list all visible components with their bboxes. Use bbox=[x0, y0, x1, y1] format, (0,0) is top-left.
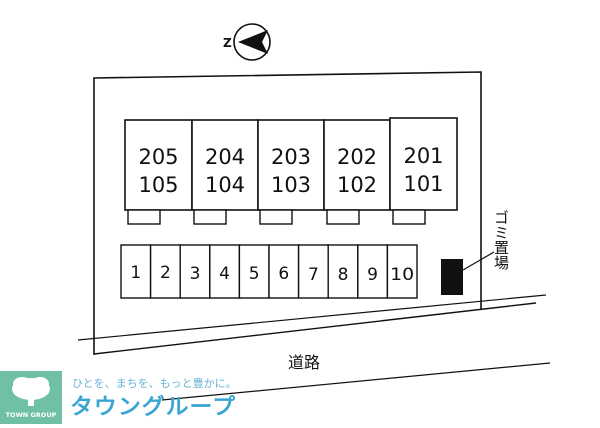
unit-outline bbox=[323, 119, 391, 211]
unit-entrance bbox=[127, 209, 161, 225]
north-compass: Z bbox=[223, 23, 271, 61]
unit-entrance bbox=[326, 209, 360, 225]
parking-space: 10 bbox=[386, 244, 418, 299]
parking-space-outline bbox=[149, 244, 181, 299]
unit-block: 204 104 bbox=[191, 119, 259, 225]
unit-lower-number: 104 bbox=[205, 173, 245, 197]
parking-space-number: 5 bbox=[249, 264, 260, 284]
parking-space: 1 bbox=[120, 244, 152, 299]
unit-block: 203 103 bbox=[257, 119, 325, 225]
parking-space-outline bbox=[268, 244, 300, 299]
unit-block: 201 101 bbox=[389, 117, 458, 225]
unit-entrance bbox=[193, 209, 227, 225]
tree-icon bbox=[12, 377, 50, 406]
parking-space-outline bbox=[357, 244, 389, 299]
north-letter: Z bbox=[223, 36, 232, 50]
garbage-area-box bbox=[441, 259, 463, 295]
parking-space-number: 8 bbox=[338, 265, 349, 285]
unit-lower-number: 103 bbox=[271, 173, 311, 197]
parking-space: 3 bbox=[179, 244, 211, 299]
parking-row: 1 2 3 4 5 6 7 8 bbox=[120, 244, 418, 299]
parking-space: 7 bbox=[297, 244, 329, 299]
logo-name: タウングループ bbox=[70, 394, 236, 420]
building-units: 205 105 204 104 203 103 202 102 201 101 bbox=[124, 117, 458, 225]
logo-sub-text: TOWN GROUP bbox=[6, 411, 57, 419]
parking-space-outline bbox=[179, 244, 211, 299]
compass-arrow-icon bbox=[238, 30, 268, 54]
road-label: 道路 bbox=[288, 353, 320, 372]
parking-space-number: 4 bbox=[219, 264, 230, 284]
unit-entrance bbox=[259, 209, 293, 225]
parking-space-number: 3 bbox=[190, 264, 201, 284]
road-line-lower bbox=[161, 362, 551, 401]
unit-upper-number: 202 bbox=[337, 145, 377, 169]
garbage-area-label: ゴミ置場 bbox=[492, 210, 510, 270]
company-logo: TOWN GROUP ひとを、まちを、もっと豊かに。 タウングループ bbox=[0, 371, 237, 424]
unit-lower-number: 101 bbox=[403, 172, 443, 196]
parking-space-number: 9 bbox=[367, 265, 378, 285]
unit-upper-number: 204 bbox=[205, 145, 245, 169]
unit-upper-number: 201 bbox=[403, 144, 443, 168]
unit-block: 202 102 bbox=[323, 119, 391, 225]
logo-tagline: ひとを、まちを、もっと豊かに。 bbox=[72, 377, 237, 390]
parking-space: 8 bbox=[327, 244, 359, 299]
parking-space-outline bbox=[386, 244, 418, 299]
unit-block: 205 105 bbox=[124, 119, 193, 225]
parking-space-number: 2 bbox=[160, 263, 171, 283]
parking-space-outline bbox=[120, 244, 152, 299]
parking-space: 6 bbox=[268, 244, 300, 299]
parking-space-number: 10 bbox=[390, 265, 414, 285]
unit-lower-number: 105 bbox=[138, 173, 178, 197]
unit-upper-number: 205 bbox=[138, 145, 178, 169]
unit-outline bbox=[389, 117, 458, 211]
property-boundary bbox=[93, 71, 482, 355]
parking-space: 5 bbox=[238, 244, 270, 299]
parking-space-outline bbox=[297, 244, 329, 299]
parking-space-outline bbox=[209, 244, 241, 299]
garbage-leader-line bbox=[462, 251, 495, 271]
parking-space-number: 1 bbox=[130, 263, 141, 283]
unit-upper-number: 203 bbox=[271, 145, 311, 169]
parking-space-number: 6 bbox=[278, 264, 289, 284]
parking-space: 2 bbox=[149, 244, 181, 299]
unit-lower-number: 102 bbox=[337, 173, 377, 197]
road-edge-inner bbox=[93, 302, 537, 355]
parking-space-outline bbox=[327, 244, 359, 299]
parking-space: 9 bbox=[357, 244, 389, 299]
parking-space-number: 7 bbox=[308, 265, 319, 285]
unit-entrance bbox=[392, 209, 426, 225]
road-line-upper bbox=[77, 294, 547, 341]
parking-space: 4 bbox=[209, 244, 241, 299]
parking-space-outline bbox=[238, 244, 270, 299]
